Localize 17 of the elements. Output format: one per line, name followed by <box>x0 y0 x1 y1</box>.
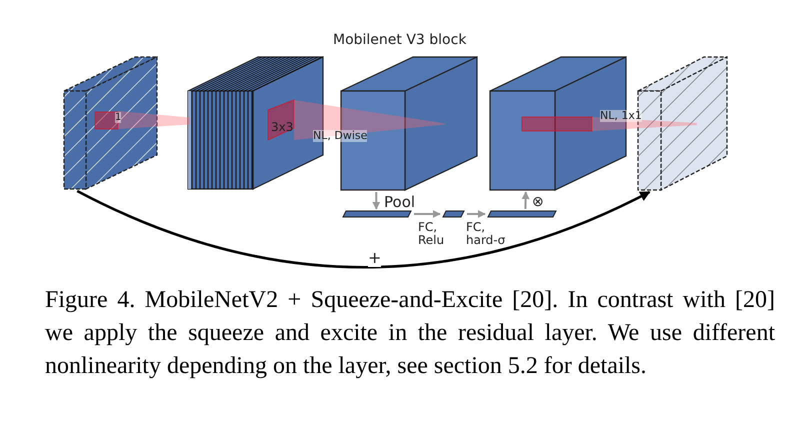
edge-label: 1 <box>115 112 122 123</box>
arrow <box>522 191 530 210</box>
arrow <box>414 210 441 218</box>
projection-cone <box>294 100 445 140</box>
projection-cone <box>592 117 697 131</box>
projection-cone <box>118 111 190 129</box>
edge-label: FC, hard-σ <box>466 221 506 248</box>
residual-arrow <box>76 190 650 268</box>
figure-caption: Figure 4. MobileNetV2 + Squeeze-and-Excite [20]. In contrast with [20] we apply the squeeze and excite in the residual layer. We use different nonlinearity depending on the layer, see section 5.2 for details. <box>45 286 775 381</box>
arrow <box>467 210 486 218</box>
diagram-title: Mobilenet V3 block <box>333 33 466 48</box>
kernel-label: 3x3 <box>271 121 294 134</box>
edge-label: FC, Relu <box>418 221 446 248</box>
pool-arrow <box>372 192 380 210</box>
edge-label: ⊗ <box>532 195 544 210</box>
edge-label: Pool <box>384 194 416 210</box>
edge-label: NL, Dwise <box>313 130 368 142</box>
